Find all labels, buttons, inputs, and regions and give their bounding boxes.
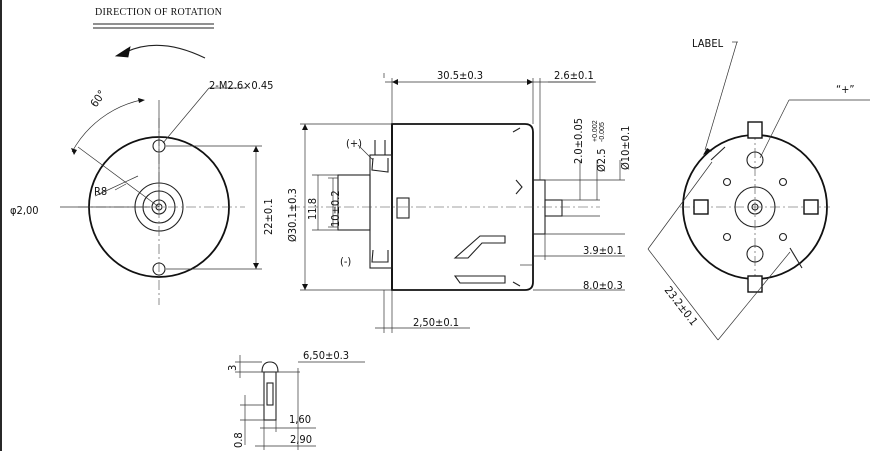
shaft — [544, 199, 563, 217]
dim-2-50-label: 2,50±0.1 — [413, 316, 459, 329]
dim-2-90-label: 2,90 — [290, 433, 312, 446]
minus-terminal-label: (-) — [340, 255, 351, 268]
boss-dia-label: Ø10±0.1 — [619, 126, 632, 170]
shaft-dia-label: φ2,00 — [10, 204, 39, 217]
dim-3-9-label: 3.9±0.1 — [583, 244, 623, 257]
side-view: (+) (-) 30.5±0.3 2.6±0.1 2.0±0.05 Ø2.5 +… — [286, 69, 632, 333]
terminal-detail: 6,50±0.3 3 0.8 1,60 2,90 — [226, 349, 365, 450]
angle-label: 60° — [88, 88, 109, 110]
shaft-tol-upper: +0.002 — [592, 120, 599, 142]
radius-label: R8 — [94, 185, 107, 198]
motor-body — [391, 123, 534, 291]
label-annotation: LABEL — [692, 37, 724, 50]
rear-terminal-bottom — [747, 275, 763, 293]
dim-1-60-label: 1,60 — [289, 413, 311, 426]
rear-minus-hole — [746, 245, 764, 263]
bearing-protrusion-label: 2.0±0.05 — [572, 118, 585, 164]
terminal-inner-label: 10±0.2 — [329, 190, 342, 227]
body-dia-label: Ø30.1±0.3 — [286, 188, 299, 242]
rotation-title: DIRECTION OF ROTATION — [95, 7, 222, 18]
brush-holder — [337, 174, 371, 231]
hole-spacing-label: 22±0.1 — [262, 198, 275, 235]
plus-terminal-label: (+) — [346, 137, 362, 150]
front-view: 60° R8 2-M2.6×0.45 φ2,00 22±0.1 — [10, 79, 275, 305]
rear-view: LABEL “+” 23.2±0.1 — [647, 37, 870, 341]
terminal-width-label: 6,50±0.3 — [303, 349, 349, 362]
hole-callout: 2-M2.6×0.45 — [209, 79, 273, 92]
rear-plus-hole — [746, 151, 764, 169]
dim-0-8-label: 0.8 — [232, 432, 245, 448]
terminal-blade — [263, 371, 277, 421]
body-length-label: 30.5±0.3 — [437, 69, 483, 82]
shaft-ext-label: 2.6±0.1 — [554, 69, 594, 82]
shaft-tol-lower: -0.005 — [599, 122, 606, 142]
shaft-dia-side-label: Ø2.5 — [595, 148, 608, 172]
diagonal-label: 23.2±0.1 — [662, 284, 701, 328]
terminal-span-label: 11.8 — [306, 198, 319, 220]
dim-8-0-label: 8.0±0.3 — [583, 279, 623, 292]
rear-terminal-top — [747, 121, 763, 139]
rotation-arrow-icon — [114, 44, 206, 59]
plus-marker-label: “+” — [836, 83, 855, 96]
terminal-height-label: 3 — [226, 365, 239, 371]
